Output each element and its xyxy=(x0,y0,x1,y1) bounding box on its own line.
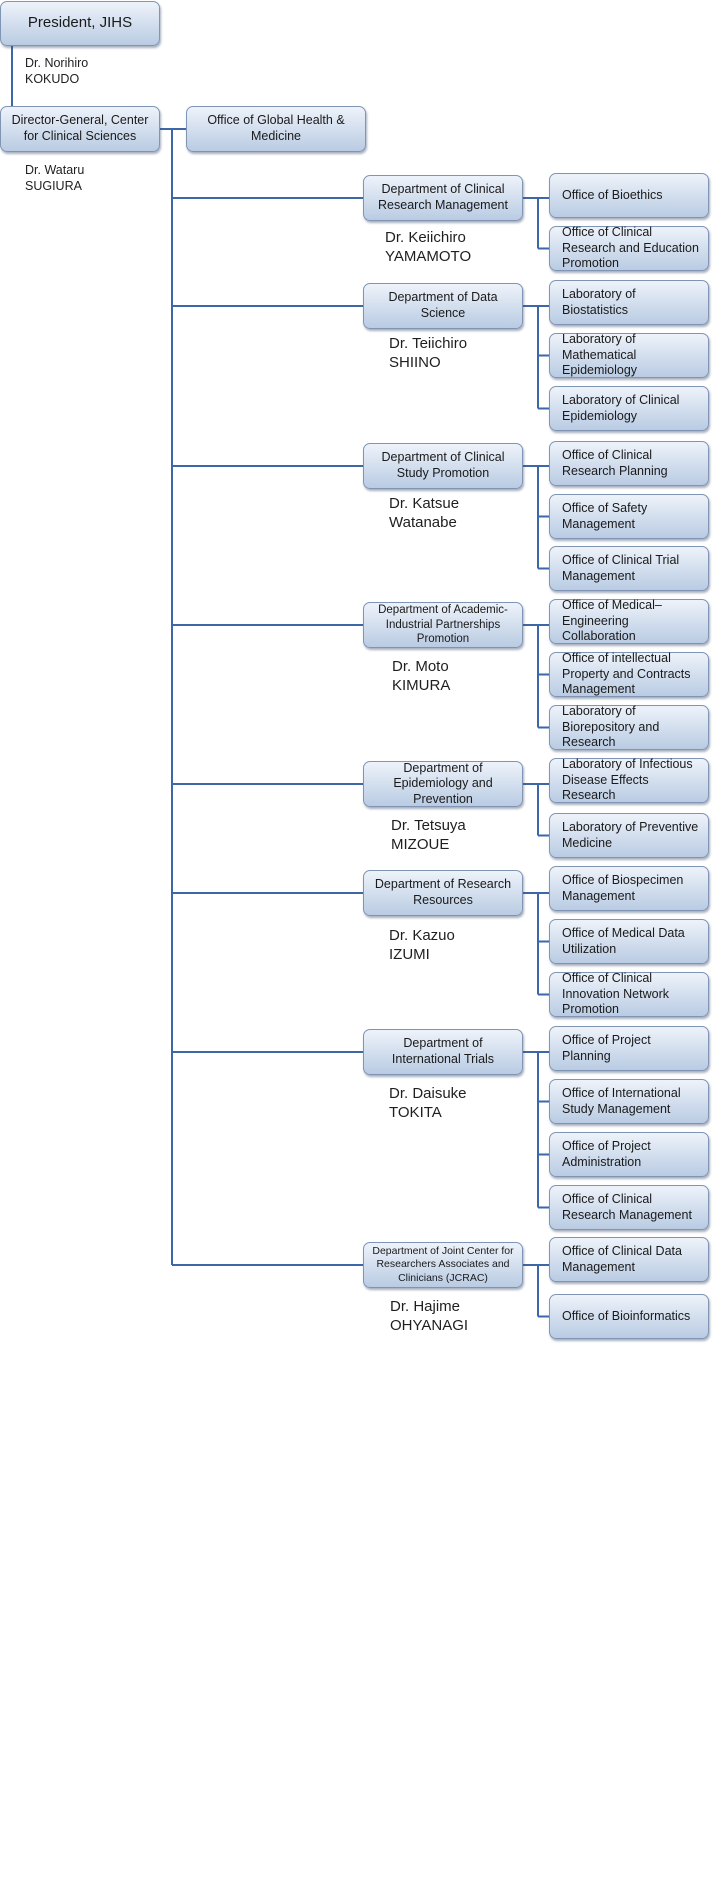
unit-box: Office of International Study Management xyxy=(549,1079,709,1124)
department-head-line2: IZUMI xyxy=(389,945,430,963)
unit-box: Office of Bioethics xyxy=(549,173,709,218)
unit-box: Laboratory of Mathematical Epidemiology xyxy=(549,332,709,378)
global-health-office-label: Office of Global Health & Medicine xyxy=(207,113,345,143)
department-head-line2: TOKITA xyxy=(389,1103,442,1121)
unit-label: Office of Safety Management xyxy=(562,500,648,531)
unit-box: Office of Project Planning xyxy=(549,1026,709,1071)
department-box: Department of Academic-Industrial Partne… xyxy=(363,602,523,648)
unit-label: Office of Project Administration xyxy=(562,1138,651,1169)
department-head-line1: Dr. Teiichiro xyxy=(389,335,468,352)
president-name: Dr. Norihiro KOKUDO xyxy=(25,56,88,87)
department-head-line1: Dr. Daisuke xyxy=(389,1085,467,1102)
unit-box: Laboratory of Biorepository and Research xyxy=(549,704,709,750)
department-label: Department of Research Resources xyxy=(374,877,512,907)
unit-label: Office of Project Planning xyxy=(562,1032,651,1063)
unit-box: Office of Medical–Engineering Collaborat… xyxy=(549,598,709,644)
unit-label: Laboratory of Biostatistics xyxy=(562,286,636,317)
department-head-line2: YAMAMOTO xyxy=(385,247,472,265)
department-box: Department of Clinical Study Promotion xyxy=(363,443,523,489)
unit-box: Office of Biospecimen Management xyxy=(549,866,709,911)
department-head-line1: Dr. Tetsuya xyxy=(391,817,466,834)
unit-label: Laboratory of Clinical Epidemiology xyxy=(562,392,680,423)
unit-box: Office of Clinical Data Management xyxy=(549,1237,709,1282)
director-general-name-line2: SUGIURA xyxy=(25,178,82,193)
unit-box: Office of Clinical Trial Management xyxy=(549,546,709,591)
unit-label: Laboratory of Infectious Disease Effects… xyxy=(562,757,693,803)
unit-label: Office of Clinical Research Management xyxy=(562,1191,692,1222)
unit-box: Office of Clinical Research Management xyxy=(549,1185,709,1230)
department-box: Department of Joint Center for Researche… xyxy=(363,1242,523,1288)
global-health-office-box: Office of Global Health & Medicine xyxy=(186,106,366,152)
unit-label: Laboratory of Mathematical Epidemiology xyxy=(562,332,638,378)
unit-label: Office of Bioethics xyxy=(562,187,663,202)
unit-label: Office of International Study Management xyxy=(562,1085,681,1116)
unit-label: Office of Medical Data Utilization xyxy=(562,925,685,956)
department-head-line2: Watanabe xyxy=(389,513,457,531)
department-head-line1: Dr. Kazuo xyxy=(389,927,455,944)
department-head-line1: Dr. Hajime xyxy=(390,1298,461,1315)
department-box: Department of Epidemiology and Preventio… xyxy=(363,761,523,807)
department-box: Department of Data Science xyxy=(363,283,523,329)
unit-label: Office of Biospecimen Management xyxy=(562,872,684,903)
department-head-line2: KIMURA xyxy=(392,676,451,694)
department-box: Department of International Trials xyxy=(363,1029,523,1075)
unit-box: Office of Medical Data Utilization xyxy=(549,919,709,964)
department-box: Department of Clinical Research Manageme… xyxy=(363,175,523,221)
unit-box: Office of Safety Management xyxy=(549,494,709,539)
department-label: Department of Data Science xyxy=(388,290,498,320)
unit-label: Office of Medical–Engineering Collaborat… xyxy=(562,598,662,644)
unit-label: Office of Clinical Research Planning xyxy=(562,447,668,478)
director-general-name-line1: Dr. Wataru xyxy=(25,163,85,177)
unit-label: Laboratory of Biorepository and Research xyxy=(562,704,660,750)
director-general-name: Dr. Wataru SUGIURA xyxy=(25,163,84,194)
unit-label: Office of Clinical Trial Management xyxy=(562,552,680,583)
unit-box: Office of Project Administration xyxy=(549,1132,709,1177)
director-general-box: Director-General, Center for Clinical Sc… xyxy=(0,106,160,152)
department-head-line2: OHYANAGI xyxy=(390,1316,469,1334)
department-head-line1: Dr. Katsue xyxy=(389,495,460,512)
president-name-line1: Dr. Norihiro xyxy=(25,56,89,70)
unit-box: Laboratory of Infectious Disease Effects… xyxy=(549,757,709,803)
unit-label: Office of Clinical Innovation Network Pr… xyxy=(562,971,670,1017)
unit-box: Office of Clinical Research and Educatio… xyxy=(549,225,709,271)
department-head-line1: Dr. Keiichiro xyxy=(385,229,466,246)
unit-box: Office of intellectual Property and Cont… xyxy=(549,651,709,697)
department-label: Department of Clinical Study Promotion xyxy=(381,450,505,480)
unit-label: Office of Clinical Data Management xyxy=(562,1243,682,1274)
department-label: Department of Clinical Research Manageme… xyxy=(378,182,508,212)
unit-box: Office of Clinical Innovation Network Pr… xyxy=(549,971,709,1017)
department-label: Department of Epidemiology and Preventio… xyxy=(393,760,493,806)
department-head-line2: MIZOUE xyxy=(391,835,450,853)
president-name-line2: KOKUDO xyxy=(25,71,80,86)
president-box: President, JIHS xyxy=(0,1,160,46)
unit-label: Office of Bioinformatics xyxy=(562,1308,691,1323)
department-label: Department of International Trials xyxy=(391,1036,495,1066)
department-label: Department of Joint Center for Researche… xyxy=(372,1245,514,1284)
unit-label: Office of intellectual Property and Cont… xyxy=(562,651,691,697)
president-title: President, JIHS xyxy=(27,14,133,32)
department-label: Department of Academic-Industrial Partne… xyxy=(378,604,508,646)
unit-box: Laboratory of Biostatistics xyxy=(549,280,709,325)
department-head-line2: SHIINO xyxy=(389,353,441,371)
unit-box: Laboratory of Preventive Medicine xyxy=(549,813,709,858)
unit-label: Office of Clinical Research and Educatio… xyxy=(562,225,699,271)
unit-label: Laboratory of Preventive Medicine xyxy=(562,819,699,850)
director-general-title: Director-General, Center for Clinical Sc… xyxy=(11,113,149,143)
unit-box: Laboratory of Clinical Epidemiology xyxy=(549,386,709,431)
department-box: Department of Research Resources xyxy=(363,870,523,916)
department-head-line1: Dr. Moto xyxy=(392,658,449,675)
unit-box: Office of Bioinformatics xyxy=(549,1294,709,1339)
unit-box: Office of Clinical Research Planning xyxy=(549,441,709,486)
